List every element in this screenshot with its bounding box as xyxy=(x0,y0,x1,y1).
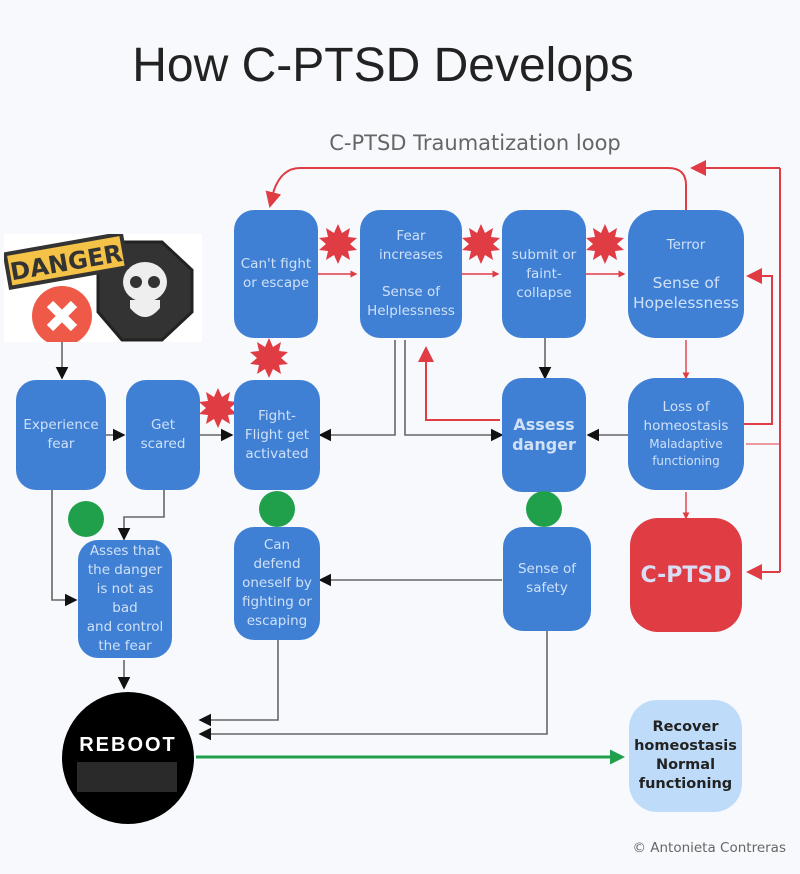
starburst-icon xyxy=(199,388,237,428)
node-cptsd: C-PTSD xyxy=(630,518,742,632)
arrow-defend-to-reboot xyxy=(198,640,279,727)
arrow-loss-to-terror xyxy=(744,268,773,425)
starbursts xyxy=(199,224,624,428)
loop-arrow-top xyxy=(265,167,687,210)
starburst-icon xyxy=(250,338,288,378)
starburst-icon xyxy=(462,224,500,264)
copyright-credit: © Antonieta Contreras xyxy=(632,840,786,856)
danger-signs-image: DANGER xyxy=(2,231,202,346)
loop-label: C-PTSD Traumatization loop xyxy=(329,131,621,155)
reboot-redaction-bar xyxy=(77,762,177,792)
green-dot-icon xyxy=(68,501,104,537)
starburst-icon xyxy=(319,224,357,264)
reboot-logo: REBOOT xyxy=(62,692,194,824)
green-dot-icon xyxy=(526,491,562,527)
green-dot-icon xyxy=(259,491,295,527)
x-mark-icon xyxy=(32,286,92,346)
arrow-fear-to-fight xyxy=(318,340,396,442)
arrow-safety-to-reboot xyxy=(198,630,548,741)
arrow-fear-to-assess xyxy=(404,340,504,442)
arrow-scared-to-asses xyxy=(117,490,165,541)
arrow-experience-to-asses xyxy=(51,490,78,607)
reboot-label: REBOOT xyxy=(79,734,177,756)
arrow-assess-to-fear xyxy=(418,346,500,421)
starburst-icon xyxy=(586,224,624,264)
page-title: How C-PTSD Develops xyxy=(132,39,634,92)
